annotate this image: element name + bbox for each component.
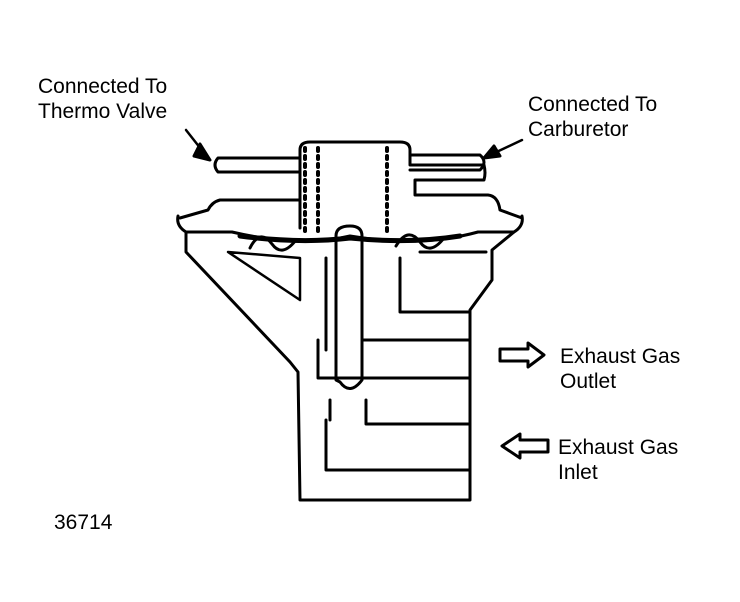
exhaust-inlet-passage — [324, 418, 472, 472]
thermo-valve-label-line2: Thermo Valve — [38, 100, 168, 123]
carburetor-label-line2: Carburetor — [528, 118, 629, 141]
thermo-valve-nipple — [213, 156, 302, 174]
outlet-label-line1: Exhaust Gas — [560, 345, 681, 368]
carburetor-label-line1: Connected To — [528, 93, 658, 116]
inlet-arrow-icon — [500, 432, 550, 460]
inlet-label-line2: Inlet — [558, 461, 598, 484]
outlet-arrow-icon — [498, 341, 546, 369]
carburetor-nipple — [408, 153, 486, 172]
thermo-valve-label-line1: Connected To — [38, 75, 168, 98]
carburetor-label: Connected To Carburetor — [528, 92, 657, 142]
valve-body — [184, 230, 516, 502]
thermo-valve-label: Connected To Thermo Valve — [38, 74, 167, 124]
inlet-label: Exhaust Gas Inlet — [558, 435, 678, 485]
outlet-label-line2: Outlet — [560, 370, 617, 393]
inlet-label-line1: Exhaust Gas — [558, 436, 679, 459]
diaphragm — [237, 233, 463, 244]
outlet-label: Exhaust Gas Outlet — [560, 344, 680, 394]
figure-number: 36714 — [54, 511, 113, 534]
exhaust-outlet-passage — [316, 338, 472, 380]
valve-stem — [334, 224, 364, 390]
